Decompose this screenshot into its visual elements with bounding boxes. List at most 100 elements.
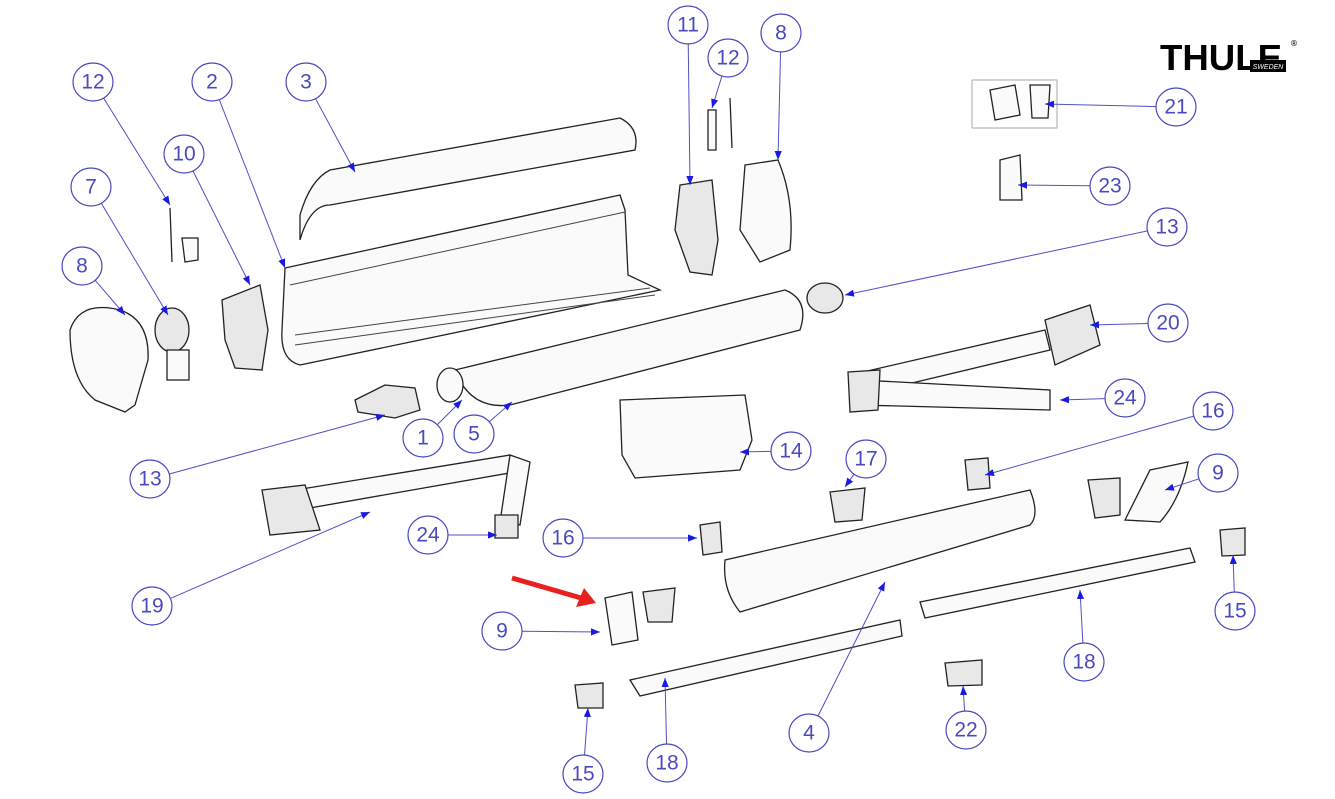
callout-circle [1147, 303, 1189, 343]
callout-11: 11 [667, 5, 709, 186]
leader-line [844, 230, 1148, 297]
part-20 [1044, 304, 1101, 366]
leader-line [817, 581, 886, 717]
leader-line [711, 75, 723, 109]
callout-number: 9 [1212, 462, 1224, 485]
callout-number: 16 [1201, 400, 1224, 423]
callout-circle [760, 13, 802, 53]
part-12-right [707, 97, 733, 151]
part-fabric [454, 289, 804, 407]
callout-number: 22 [954, 719, 977, 742]
part-16-left [699, 521, 723, 556]
callout-circle [72, 62, 114, 102]
callout-number: 20 [1156, 312, 1179, 335]
callout-number: 7 [85, 176, 97, 199]
part-front-bar [723, 489, 1036, 613]
callout-18: 18 [1063, 589, 1105, 682]
callout-number: 14 [779, 440, 803, 463]
callout-17: 17 [844, 439, 887, 488]
callout-24: 24 [1059, 378, 1146, 418]
leader-line [583, 707, 591, 756]
callout-circle [129, 459, 171, 499]
callout-number: 15 [571, 763, 594, 786]
callout-circle [667, 5, 709, 45]
leader-line [521, 628, 601, 636]
callout-number: 17 [854, 448, 877, 471]
callout-circle [542, 518, 584, 558]
part-leg-left [628, 619, 903, 697]
leader-line [488, 401, 513, 423]
thule-logo: THULE SWEDEN ® [1160, 37, 1298, 78]
part-leg-right [919, 547, 1196, 619]
callout-circle [1146, 207, 1188, 247]
leader-line [94, 279, 126, 316]
callout-circle [285, 62, 327, 102]
callout-circle [646, 743, 688, 783]
callout-number: 5 [468, 423, 480, 446]
callout-3: 3 [285, 62, 356, 173]
leader-line [661, 677, 669, 745]
callout-circle [562, 754, 604, 794]
leader-line [315, 98, 356, 173]
callout-number: 19 [140, 595, 163, 618]
callout-number: 18 [1072, 651, 1095, 674]
callout-number: 12 [81, 71, 104, 94]
leader-line [170, 511, 371, 599]
callout-number: 21 [1164, 96, 1187, 119]
leader-line [169, 413, 386, 475]
callout-circle [163, 134, 205, 174]
callout-16: 16 [542, 518, 697, 558]
callout-number: 9 [496, 620, 508, 643]
part-9-right [1123, 461, 1189, 523]
callout-8: 8 [61, 246, 126, 316]
callout-1: 1 [402, 399, 463, 458]
callout-circle [1214, 591, 1256, 631]
callout-number: 1 [417, 427, 429, 450]
callout-number: 15 [1223, 600, 1246, 623]
part-14 [619, 394, 753, 479]
part-12-left [169, 207, 199, 263]
leader-line [1076, 589, 1085, 644]
callout-number: 10 [172, 143, 195, 166]
leader-line [1059, 396, 1106, 404]
callout-8: 8 [760, 13, 802, 161]
callout-circle [131, 586, 173, 626]
callout-2: 2 [191, 62, 286, 269]
parts [69, 79, 1246, 709]
callout-number: 4 [803, 722, 815, 745]
part-9-left [604, 591, 639, 646]
highlight-arrowhead [576, 588, 596, 607]
callout-circle [1197, 453, 1239, 493]
callout-19: 19 [131, 511, 371, 626]
callout-number: 24 [1113, 387, 1137, 410]
part-13-right [806, 282, 844, 314]
leader-line [1017, 181, 1091, 189]
part-10 [221, 284, 269, 371]
leader-line [218, 99, 286, 269]
leader-line [844, 473, 855, 488]
callout-16: 16 [984, 391, 1234, 477]
callout-23: 23 [1017, 166, 1131, 206]
callout-circle [402, 418, 444, 458]
callout-14: 14 [739, 431, 812, 471]
leader-line [959, 685, 968, 712]
callout-circle [945, 710, 987, 750]
callout-18: 18 [646, 677, 688, 783]
part-arm-left-lower [499, 454, 531, 526]
leader-line [192, 170, 251, 286]
callout-number: 16 [551, 527, 574, 550]
leader-line [1229, 554, 1237, 593]
callout-12: 12 [707, 38, 749, 109]
part-7 [154, 307, 190, 353]
leader-line [1089, 321, 1149, 329]
callout-circle [1089, 166, 1131, 206]
callout-7: 7 [70, 167, 169, 316]
callout-21: 21 [1044, 87, 1197, 127]
callout-circle [788, 713, 830, 753]
part-end-cap-right [739, 159, 792, 263]
callout-15: 15 [562, 707, 604, 794]
part-21 [971, 79, 1058, 129]
part-23 [999, 154, 1023, 201]
callout-circle [707, 38, 749, 78]
